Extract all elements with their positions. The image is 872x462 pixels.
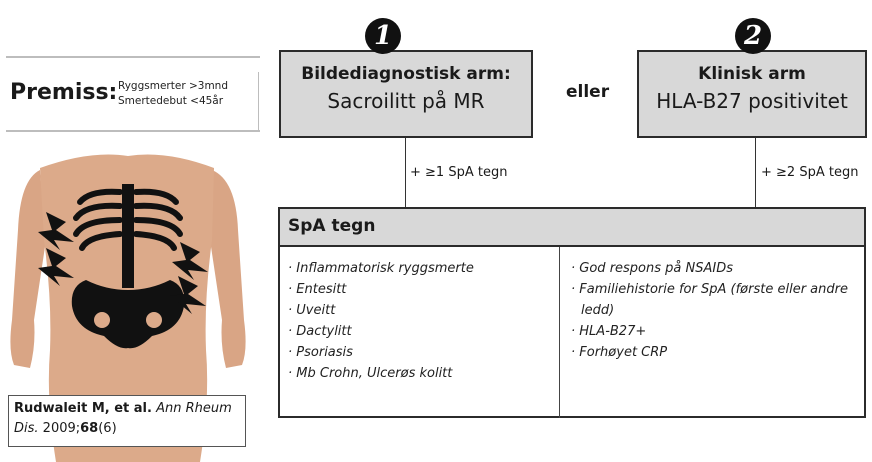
spa-signs-right-column: · God respons på NSAIDs · Familiehistori… (571, 258, 861, 363)
right-arm (210, 170, 246, 368)
imaging-arm-requirement: + ≥1 SpA tegn (410, 165, 507, 180)
imaging-arm-title: Bildediagnostisk arm: (281, 64, 531, 84)
hip-socket-right (146, 312, 162, 328)
list-item: · Uveitt (288, 300, 553, 321)
clinical-arm-subtitle: HLA-B27 positivitet (639, 89, 865, 113)
reference-issue: (6) (98, 421, 116, 436)
clinical-arm-requirement: + ≥2 SpA tegn (761, 165, 858, 180)
number-badge-icon: 2 (735, 18, 771, 54)
spa-signs-title: SpA tegn (288, 216, 375, 236)
spine (122, 184, 134, 288)
imaging-arm-box: Bildediagnostisk arm: Sacroilitt på MR (279, 50, 533, 138)
imaging-arm-subtitle: Sacroilitt på MR (281, 89, 531, 113)
list-item: · God respons på NSAIDs (571, 258, 861, 279)
spa-signs-divider (559, 247, 560, 418)
hip-socket-left (94, 312, 110, 328)
connector-line (755, 138, 756, 208)
clinical-arm-title: Klinisk arm (639, 64, 865, 84)
list-item: · HLA-B27+ (571, 321, 861, 342)
spa-signs-left-column: · Inflammatorisk ryggsmerte · Entesitt ·… (288, 258, 553, 384)
clinical-arm-box: Klinisk arm HLA-B27 positivitet (637, 50, 867, 138)
premiss-criteria: Ryggsmerter >3mnd Smertedebut <45år (118, 79, 228, 109)
reference-volume: 68 (80, 421, 98, 436)
premiss-line: Ryggsmerter >3mnd (118, 79, 228, 94)
list-item: · Familiehistorie for SpA (første eller … (571, 279, 861, 321)
connector-line (405, 138, 406, 208)
reference-year: 2009; (43, 421, 80, 436)
list-item: · Psoriasis (288, 342, 553, 363)
list-item: · Inflammatorisk ryggsmerte (288, 258, 553, 279)
premiss-line: Smertedebut <45år (118, 94, 228, 109)
reference-box: Rudwaleit M, et al. Ann Rheum Dis. 2009;… (8, 395, 246, 447)
list-item: · Mb Crohn, Ulcerøs kolitt (288, 363, 553, 384)
premiss-label: Premiss: (10, 80, 117, 105)
reference-authors: Rudwaleit M, et al. (14, 401, 152, 416)
list-item: · Forhøyet CRP (571, 342, 861, 363)
list-item: · Dactylitt (288, 321, 553, 342)
number-badge-icon: 1 (365, 18, 401, 54)
connector-word: eller (566, 82, 609, 102)
premiss-divider (258, 72, 259, 130)
list-item: · Entesitt (288, 279, 553, 300)
